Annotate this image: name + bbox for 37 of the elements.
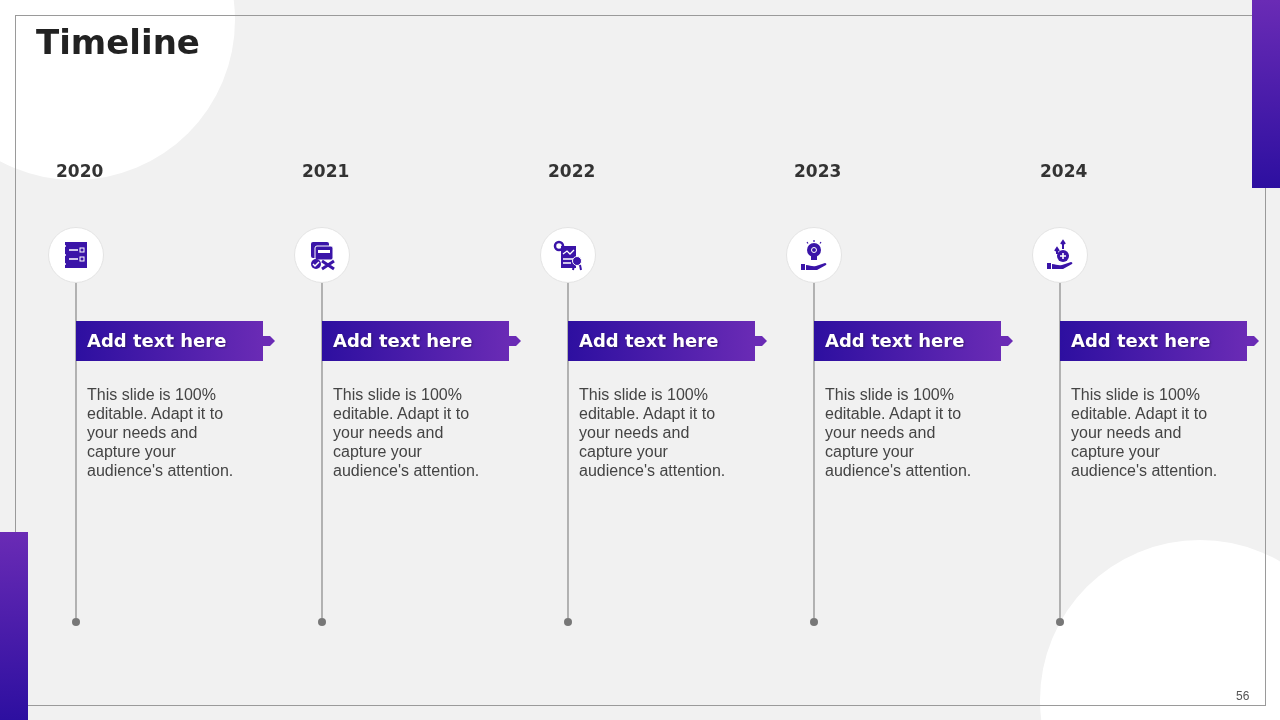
page-number: 56 [1236,689,1250,703]
end-dot [1056,618,1064,626]
description-text: This slide is 100% editable. Adapt it to your needs and capture your audience's attention. [87,385,235,480]
end-dot [564,618,572,626]
year-label: 2022 [548,161,597,181]
end-dot [810,618,818,626]
slide-title: Timeline [36,22,200,62]
icon-circle [1032,227,1088,283]
heading-banner [814,321,1013,361]
heading-banner [76,321,275,361]
timeline-line [1059,282,1061,619]
banner-heading: Add text here [87,330,227,351]
banner-heading: Add text here [825,330,965,351]
banner-heading: Add text here [1071,330,1211,351]
year-label: 2023 [794,161,843,181]
timeline-line [75,282,77,619]
end-dot [72,618,80,626]
year-label: 2021 [302,161,351,181]
icon-circle [48,227,104,283]
year-label: 2024 [1040,161,1089,181]
icon-circle [786,227,842,283]
end-dot [318,618,326,626]
heading-banner [568,321,767,361]
icon-circle [294,227,350,283]
banner-heading: Add text here [579,330,719,351]
description-text: This slide is 100% editable. Adapt it to your needs and capture your audience's attention. [825,385,973,480]
description-text: This slide is 100% editable. Adapt it to your needs and capture your audience's attention. [579,385,727,480]
heading-banner [322,321,521,361]
timeline-line [813,282,815,619]
timeline-line [567,282,569,619]
heading-banner [1060,321,1259,361]
description-text: This slide is 100% editable. Adapt it to your needs and capture your audience's attention. [333,385,481,480]
year-label: 2020 [56,161,105,181]
icon-circle [540,227,596,283]
banner-heading: Add text here [333,330,473,351]
description-text: This slide is 100% editable. Adapt it to your needs and capture your audience's attention. [1071,385,1219,480]
timeline-line [321,282,323,619]
